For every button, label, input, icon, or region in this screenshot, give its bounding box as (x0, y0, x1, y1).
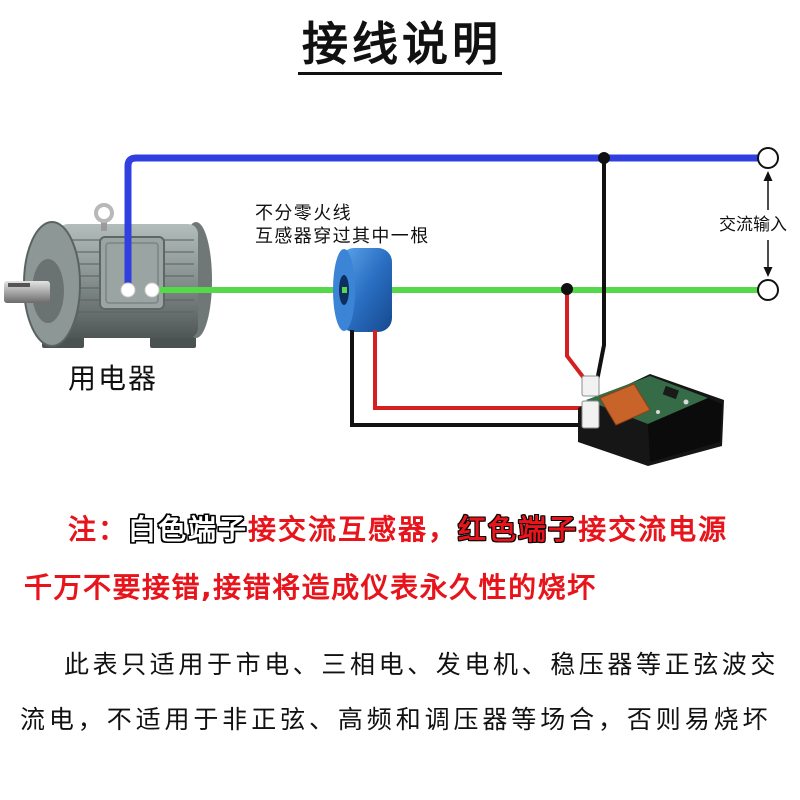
page-title-text: 接线说明 (298, 17, 502, 75)
meter-module-icon (578, 374, 724, 466)
motor-shaft-keyway (8, 283, 30, 287)
arrow-up-icon (763, 171, 773, 181)
motor-eye-bolt-stem (101, 219, 107, 231)
appliance-label: 用电器 (68, 362, 159, 395)
ac-input-terminal-top (757, 147, 779, 169)
ct-note-line-2: 互感器穿过其中一根 (255, 226, 430, 247)
motor-eye-bolt-icon (94, 203, 114, 223)
note-prefix: 注： (68, 513, 129, 546)
note-white-terminal: 白色端子 (128, 513, 249, 546)
motor-terminal-box-lid (105, 242, 159, 304)
meter-capacitor (599, 383, 651, 426)
meter-component-2 (656, 410, 660, 414)
arrow-down-icon (763, 267, 773, 277)
page-title: 接线说明 (0, 14, 800, 75)
electric-motor-icon (4, 203, 212, 348)
meter-pcb (586, 376, 708, 424)
meter-component-1 (683, 399, 689, 405)
motor-terminal-1 (120, 282, 136, 298)
power-black-lead (594, 158, 606, 387)
meter-connector-power (581, 375, 600, 397)
meter-connector-ct (581, 400, 600, 429)
junction-dot-blue (598, 152, 610, 164)
motor-terminal-2 (144, 282, 160, 298)
note-to-power: 接交流电源 (578, 513, 729, 546)
motor-terminal-box (99, 236, 165, 310)
warning-text: 千万不要接错,接错将造成仪表永久性的烧坏 (24, 571, 597, 604)
ct-red-lead (373, 330, 586, 410)
blue-wire (124, 154, 762, 290)
ac-input-terminal-bottom (757, 279, 779, 301)
ct-note-line-1: 不分零火线 (255, 203, 352, 224)
wiring-note: 注：白色端子接交流互感器，红色端子接交流电源 (68, 512, 728, 548)
ac-input-arrow (763, 171, 773, 277)
ac-input-label: 交流输入 (718, 214, 788, 236)
power-red-lead (565, 288, 592, 388)
meter-chip (662, 385, 679, 400)
ct-ring-wire-through (342, 287, 347, 293)
ct-ring-icon (333, 248, 392, 332)
description-line-2: 流电，不适用于非正弦、高频和调压器等场合，否则易烧坏 (20, 705, 772, 734)
meter-display-side (648, 398, 722, 462)
description-line-1: 此表只适用于市电、三相电、发电机、稳压器等正弦波交 (64, 650, 780, 679)
note-to-ct: 接交流互感器， (248, 513, 459, 546)
ct-black-lead (350, 330, 586, 427)
note-red-terminal: 红色端子 (458, 513, 579, 546)
junction-dot-green (561, 283, 573, 295)
